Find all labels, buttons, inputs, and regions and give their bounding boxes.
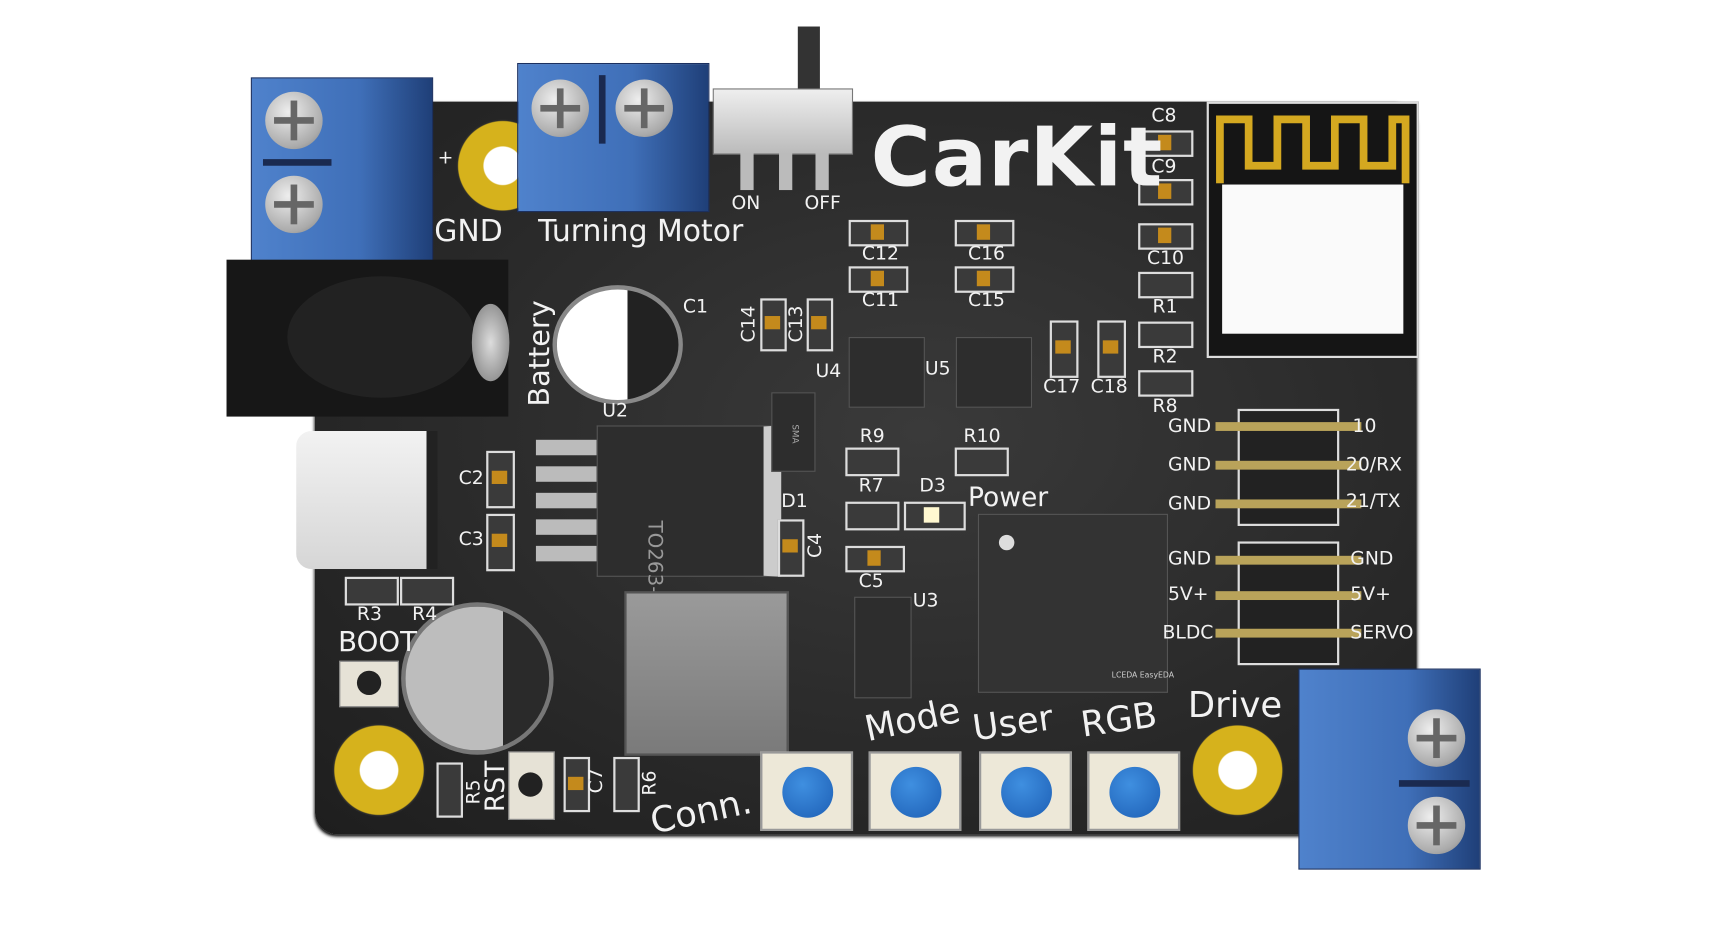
pin-label: 5V+ xyxy=(1350,583,1391,606)
pin-label: 20/RX xyxy=(1345,454,1403,477)
battery-terminal-block xyxy=(250,77,434,271)
pin-label: GND xyxy=(1167,415,1212,438)
screw-icon xyxy=(1407,709,1466,767)
pin-label: 5V+ xyxy=(1167,583,1209,606)
dc-jack xyxy=(226,259,510,417)
pin-label: GND xyxy=(1167,454,1212,477)
electrolytic-capacitor-c1 xyxy=(552,285,683,405)
button-cap xyxy=(1109,766,1161,818)
power-switch[interactable] xyxy=(712,88,854,155)
chip-u4 xyxy=(848,337,925,408)
board-title: CarKit xyxy=(870,110,1164,206)
pin-label: 21/TX xyxy=(1345,490,1401,513)
pin-label: GND xyxy=(1167,548,1212,571)
wifi-module xyxy=(1206,101,1419,359)
usb-c-port xyxy=(296,430,438,570)
screw-icon xyxy=(531,79,589,138)
switch-lever[interactable] xyxy=(797,26,820,93)
main-chip: LCEDA EasyEDA xyxy=(977,513,1174,693)
boot-button[interactable] xyxy=(339,660,399,708)
conn-button[interactable] xyxy=(760,751,854,831)
pin-label: BLDC xyxy=(1162,622,1214,645)
screw-icon xyxy=(1407,796,1466,855)
chip-u3 xyxy=(854,596,912,699)
diode-d1: SMA xyxy=(771,392,816,472)
drive-terminal-block xyxy=(1298,668,1481,870)
rgb-button[interactable] xyxy=(1087,751,1181,831)
screw-icon xyxy=(265,175,323,234)
user-button[interactable] xyxy=(979,751,1072,831)
module-shield xyxy=(1222,184,1404,334)
mode-button[interactable] xyxy=(868,751,962,831)
mounting-hole xyxy=(332,723,426,817)
regulator-u2: TO263-5 xyxy=(596,425,782,606)
pin-label: GND xyxy=(1350,548,1394,571)
button-cap xyxy=(1001,766,1052,818)
inductor xyxy=(624,591,789,756)
reset-button[interactable] xyxy=(508,751,555,820)
electrolytic-capacitor xyxy=(401,602,554,755)
pin-label: SERVO xyxy=(1350,622,1414,645)
turning-motor-terminal-block xyxy=(517,62,710,213)
screw-icon xyxy=(265,91,323,150)
antenna-icon xyxy=(1216,115,1410,184)
pin-label: 10 xyxy=(1352,415,1377,438)
chip-u5 xyxy=(955,337,1033,408)
button-cap xyxy=(890,766,942,818)
screw-icon xyxy=(615,79,673,138)
mounting-hole xyxy=(1191,723,1285,817)
pin-label: GND xyxy=(1167,492,1212,515)
button-cap xyxy=(782,766,834,818)
